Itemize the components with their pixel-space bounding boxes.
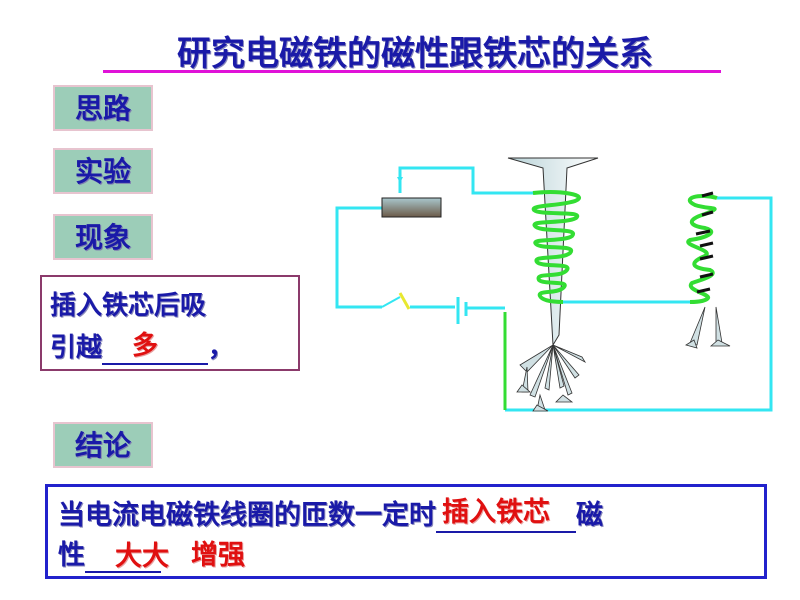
observation-suffix: ，: [208, 333, 235, 363]
coil-left: [531, 190, 581, 304]
conclusion-answer2: 大大: [115, 541, 169, 572]
switch: [398, 292, 411, 310]
observation-prefix: 引越: [50, 333, 103, 363]
switch-arm: [381, 296, 401, 308]
wire-top: [398, 166, 543, 195]
observation-blank: 多: [102, 331, 209, 365]
page-title: 研究电磁铁的磁性跟铁芯的关系: [177, 34, 653, 74]
conclusion-blank2: 大大: [85, 540, 169, 573]
tag-thinking[interactable]: 思路: [53, 85, 153, 131]
wire-left: [335, 206, 382, 309]
conclusion-blank1: 插入铁芯: [436, 497, 576, 533]
iron-core: [507, 157, 599, 347]
coil-right: [686, 194, 718, 304]
tag-conclusion[interactable]: 结论: [53, 422, 153, 468]
conclusion-line2: 性大大 增强: [58, 533, 245, 573]
tag-experiment[interactable]: 实验: [53, 148, 153, 194]
rheostat: [381, 197, 442, 218]
wire-right: [505, 196, 773, 412]
conclusion-box: 当电流电磁铁线圈的匝数一定时插入铁芯 磁 性大大 增强: [45, 484, 767, 579]
observation-answer: 多: [132, 331, 159, 361]
slider-arrow-icon: [397, 177, 403, 183]
nails-right: [685, 306, 731, 349]
nails-cluster: [516, 344, 587, 412]
wires: [335, 166, 773, 412]
conclusion-suffix1: 磁: [576, 500, 603, 531]
observation-line1: 插入铁芯后吸: [50, 291, 207, 321]
conclusion-line1: 当电流电磁铁线圈的匝数一定时插入铁芯 磁: [58, 493, 603, 533]
observation-box: 插入铁芯后吸 引越多 ，: [40, 275, 300, 371]
observation-line2: 引越多 ，: [50, 327, 234, 365]
title-underline: [103, 70, 721, 73]
conclusion-suffix2: 增强: [191, 540, 245, 571]
coil-right-back: [695, 191, 714, 294]
conclusion-prefix: 当电流电磁铁线圈的匝数一定时: [58, 500, 436, 531]
conclusion-prefix2: 性: [58, 540, 85, 571]
conclusion-answer1: 插入铁芯: [442, 497, 550, 528]
tag-phenomenon[interactable]: 现象: [53, 214, 153, 260]
